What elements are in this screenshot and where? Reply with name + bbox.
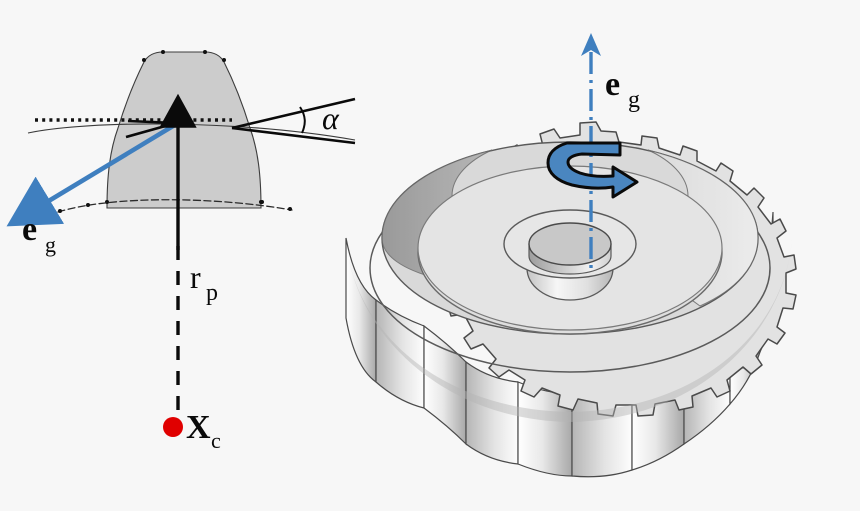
pitch-radius-subscript: p: [206, 280, 218, 306]
pressure-angle-arc: [299, 106, 306, 134]
rotation-axis-subscript: g: [628, 87, 640, 113]
tooth-profile-diagram: α e g r p X c: [6, 50, 356, 453]
center-point-subscript: c: [211, 428, 221, 453]
root-circle-arc: [57, 199, 293, 213]
gear-3d-model: e g: [345, 33, 797, 478]
center-point-dot: [163, 417, 183, 437]
rotation-axis-arrowhead: [581, 33, 601, 56]
center-point-label: X c: [186, 409, 221, 453]
center-point-symbol: X: [186, 409, 211, 446]
gear-bore-top: [528, 222, 612, 266]
pitch-radius-label: r p: [190, 259, 218, 306]
normal-vector-symbol: e: [22, 211, 37, 248]
pitch-radius-symbol: r: [190, 259, 201, 295]
pressure-angle-label: α: [322, 100, 340, 136]
pressure-angle-lines: [231, 97, 356, 145]
rotation-axis-symbol: e: [605, 66, 620, 103]
rotation-direction-arrow: [546, 141, 639, 199]
normal-vector-label: e g: [22, 211, 56, 257]
normal-vector-subscript: g: [45, 232, 56, 257]
normal-vector-arrow: [6, 121, 180, 227]
rotation-axis-label: e g: [605, 66, 640, 113]
